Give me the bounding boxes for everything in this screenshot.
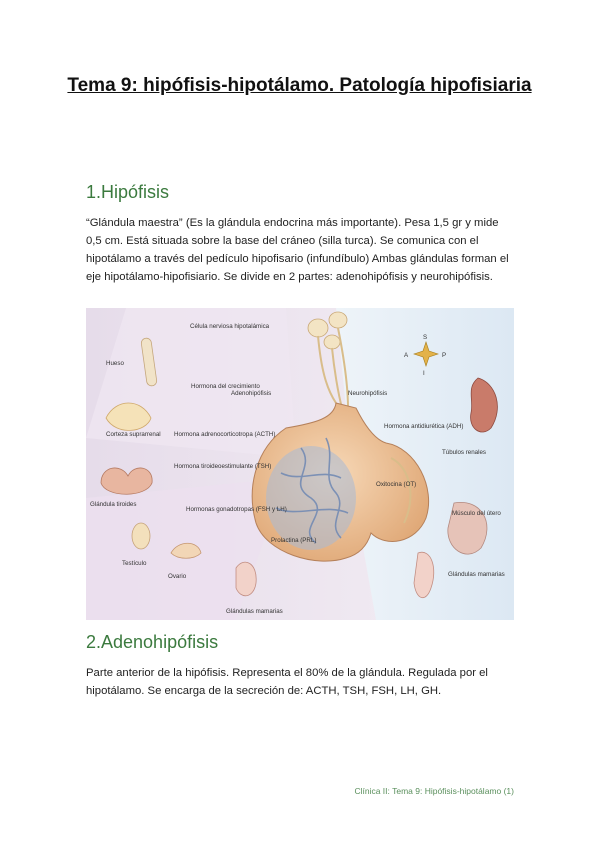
label-hueso: Hueso xyxy=(106,360,124,367)
label-adeno: Adenohipófisis xyxy=(231,390,271,397)
pituitary-illustration: S I A P Célula nerviosa hipotalámica Hue… xyxy=(86,308,514,620)
label-tsh: Hormona tiroideoestimulante (TSH) xyxy=(174,463,271,470)
label-gonado: Hormonas gonadotropas (FSH y LH) xyxy=(186,506,287,513)
label-musculo: Músculo del útero xyxy=(452,510,501,517)
label-tiroides: Glándula tiroides xyxy=(90,501,136,508)
label-testiculo: Testículo xyxy=(122,560,147,567)
label-ovario: Ovario xyxy=(168,573,187,580)
label-mamarias-bottom: Glándulas mamarias xyxy=(226,608,283,615)
compass-s: S xyxy=(423,334,427,341)
page-footer: Clínica II: Tema 9: Hipófisis-hipotálamo… xyxy=(354,786,514,796)
label-neuro: Neurohipófisis xyxy=(348,390,387,397)
label-ot: Oxitocina (OT) xyxy=(376,481,416,488)
label-tubulos: Túbulos renales xyxy=(442,449,486,456)
compass-i: I xyxy=(423,370,425,377)
section-heading-adenohipofisis: 2.Adenohipófisis xyxy=(86,632,219,652)
label-adh: Hormona antidiurética (ADH) xyxy=(384,423,463,430)
compass-a: A xyxy=(404,352,409,359)
compass-icon: S I A P xyxy=(404,334,446,377)
document-title: Tema 9: hipófisis-hipotálamo. Patología … xyxy=(67,75,532,96)
label-prl: Prolactina (PRL) xyxy=(271,537,316,544)
section-body-adenohipofisis: Parte anterior de la hipófisis. Represen… xyxy=(86,667,488,697)
pituitary-diagram: S I A P Célula nerviosa hipotalámica Hue… xyxy=(86,308,514,620)
label-celula: Célula nerviosa hipotalámica xyxy=(190,323,270,330)
compass-p: P xyxy=(442,352,446,359)
label-mamarias-right: Glándulas mamarias xyxy=(448,571,505,578)
label-gh: Hormona del crecimiento xyxy=(191,383,260,390)
label-corteza: Corteza suprarrenal xyxy=(106,431,161,438)
section-body-hipofisis: “Glándula maestra” (Es la glándula endoc… xyxy=(86,217,509,283)
label-acth: Hormona adrenocorticotropa (ACTH) xyxy=(174,431,275,438)
section-heading-hipofisis: 1.Hipófisis xyxy=(86,182,170,202)
